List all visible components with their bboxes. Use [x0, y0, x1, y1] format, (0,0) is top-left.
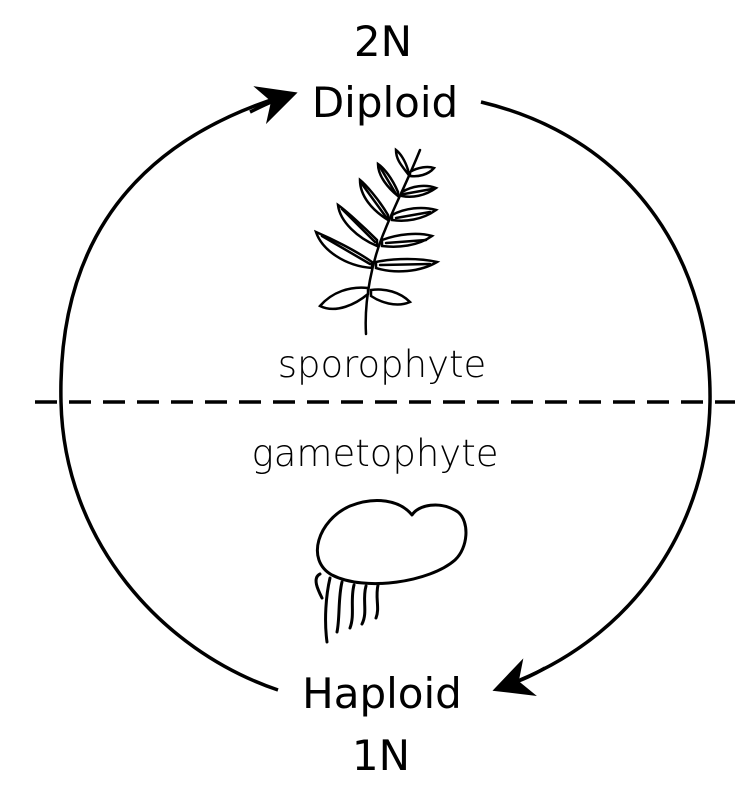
diploid-ploidy: 2N [354, 17, 412, 66]
arrow-to-diploid [249, 86, 298, 125]
diploid-label: Diploid [312, 78, 458, 127]
fern-frond-icon [313, 147, 441, 336]
haploid-ploidy: 1N [352, 731, 410, 780]
cycle-arc-right [480, 100, 712, 682]
gametophyte-label: gametophyte [252, 432, 499, 475]
haploid-label: Haploid [302, 669, 462, 718]
cycle-arc-left [59, 94, 284, 692]
sporophyte-label: sporophyte [278, 343, 487, 386]
prothallus-icon [314, 499, 468, 644]
arrow-to-haploid [492, 658, 546, 696]
